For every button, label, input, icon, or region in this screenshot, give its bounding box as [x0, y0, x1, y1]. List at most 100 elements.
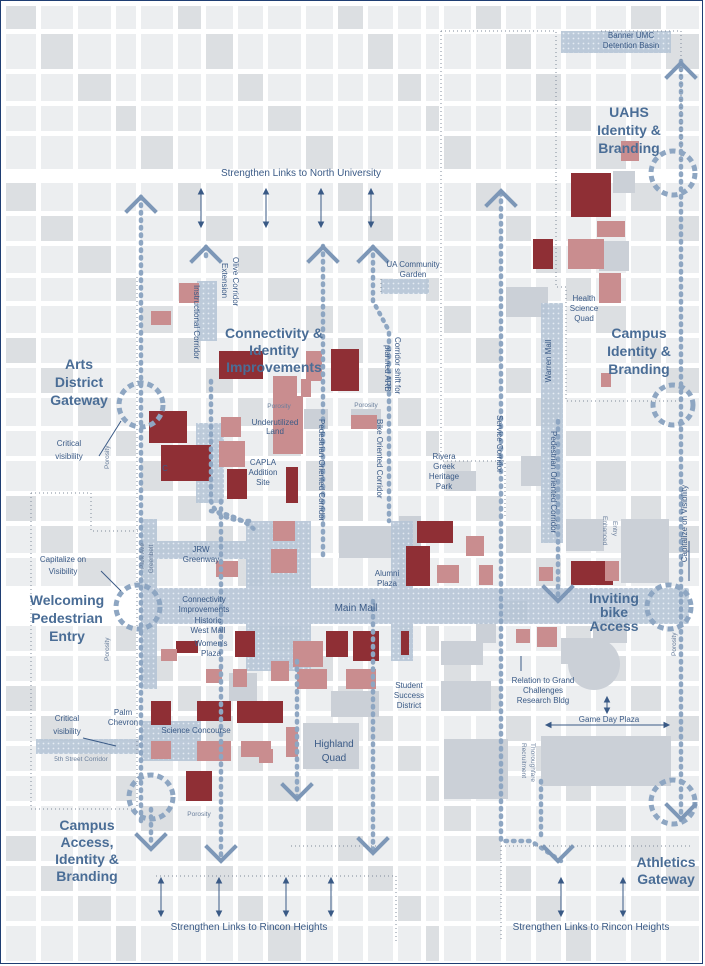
city-block	[41, 716, 73, 741]
city-block	[506, 106, 531, 131]
city-block	[306, 136, 333, 169]
city-block	[338, 6, 363, 29]
city-block	[398, 398, 421, 426]
city-block	[398, 746, 421, 771]
city-block	[398, 461, 421, 491]
city-block	[268, 74, 301, 101]
city-block	[666, 866, 699, 891]
label-entry-big: Entry	[49, 628, 85, 644]
city-block	[178, 896, 201, 921]
city-block	[506, 338, 531, 363]
city-block	[41, 6, 73, 29]
city-block	[306, 496, 333, 521]
city-block	[116, 496, 136, 521]
city-block	[178, 806, 201, 831]
city-block	[666, 896, 699, 921]
city-block	[116, 106, 136, 131]
city-block	[566, 461, 591, 491]
label-porosity-bottom: Porosity	[187, 811, 211, 818]
city-block	[141, 136, 173, 169]
city-block	[426, 806, 439, 831]
city-block	[631, 74, 661, 101]
city-block	[78, 246, 111, 273]
city-block	[41, 526, 73, 553]
city-block	[6, 926, 36, 961]
city-block	[506, 558, 531, 586]
city-block	[398, 338, 421, 363]
dotted-path	[208, 508, 259, 534]
city-block	[268, 896, 301, 921]
city-block	[78, 686, 111, 711]
city-block	[596, 6, 626, 29]
city-block	[476, 926, 501, 961]
city-block	[426, 398, 439, 426]
label-uahs-identity: Identity &	[597, 122, 661, 138]
city-block	[631, 926, 661, 961]
city-block	[41, 431, 73, 456]
city-block	[368, 74, 393, 101]
label-visibility-low: visibility	[53, 727, 81, 736]
city-block	[178, 136, 201, 169]
arrow-up-icon	[215, 876, 223, 884]
city-block	[596, 74, 626, 101]
city-block	[596, 398, 626, 426]
city-block	[78, 306, 111, 333]
city-block	[338, 216, 363, 241]
city-block	[398, 656, 421, 681]
city-block	[444, 6, 471, 29]
city-block	[116, 836, 136, 861]
city-block	[141, 836, 173, 861]
city-block	[306, 806, 333, 831]
city-block	[268, 306, 301, 333]
city-block	[444, 398, 471, 426]
city-block	[268, 806, 301, 831]
city-block	[41, 776, 73, 801]
city-block	[338, 776, 363, 801]
city-block	[306, 431, 333, 456]
city-block	[426, 896, 439, 921]
city-block	[116, 656, 136, 681]
city-block	[238, 278, 263, 301]
city-block	[116, 183, 136, 211]
city-block	[178, 74, 201, 101]
city-block	[631, 338, 661, 363]
label-recruitment: Recruitment	[520, 743, 527, 778]
city-block	[116, 338, 136, 363]
arrow-down-icon	[317, 221, 325, 229]
city-block	[6, 216, 36, 241]
city-block	[6, 34, 36, 69]
park-ave-band	[141, 519, 157, 689]
city-block	[566, 896, 591, 921]
city-block	[141, 6, 173, 29]
city-block	[116, 278, 136, 301]
label-access-comma: Access,	[61, 834, 114, 850]
city-block	[41, 136, 73, 169]
label-critical: Critical	[57, 439, 82, 448]
city-block	[41, 368, 73, 393]
city-block	[476, 896, 501, 921]
city-block	[306, 896, 333, 921]
city-block	[268, 866, 301, 891]
label-jrw: JRW	[192, 545, 210, 554]
city-block	[141, 106, 173, 131]
city-block	[41, 216, 73, 241]
city-block	[6, 896, 36, 921]
city-block	[6, 106, 36, 131]
label-quad: Quad	[574, 314, 594, 323]
key-buildings-pink	[151, 141, 639, 763]
city-block	[6, 526, 36, 553]
label-porosity-top-left: Porosity	[267, 403, 291, 410]
city-block	[426, 656, 439, 681]
city-block	[41, 338, 73, 363]
fifth-street-band	[36, 739, 139, 754]
label-visibility-left: Visibility	[49, 567, 78, 576]
city-block	[268, 246, 301, 273]
city-block	[506, 926, 531, 961]
city-block	[596, 926, 626, 961]
city-block	[368, 34, 393, 69]
city-block	[238, 6, 263, 29]
city-block	[338, 136, 363, 169]
city-block	[206, 183, 233, 211]
city-block	[398, 368, 421, 393]
